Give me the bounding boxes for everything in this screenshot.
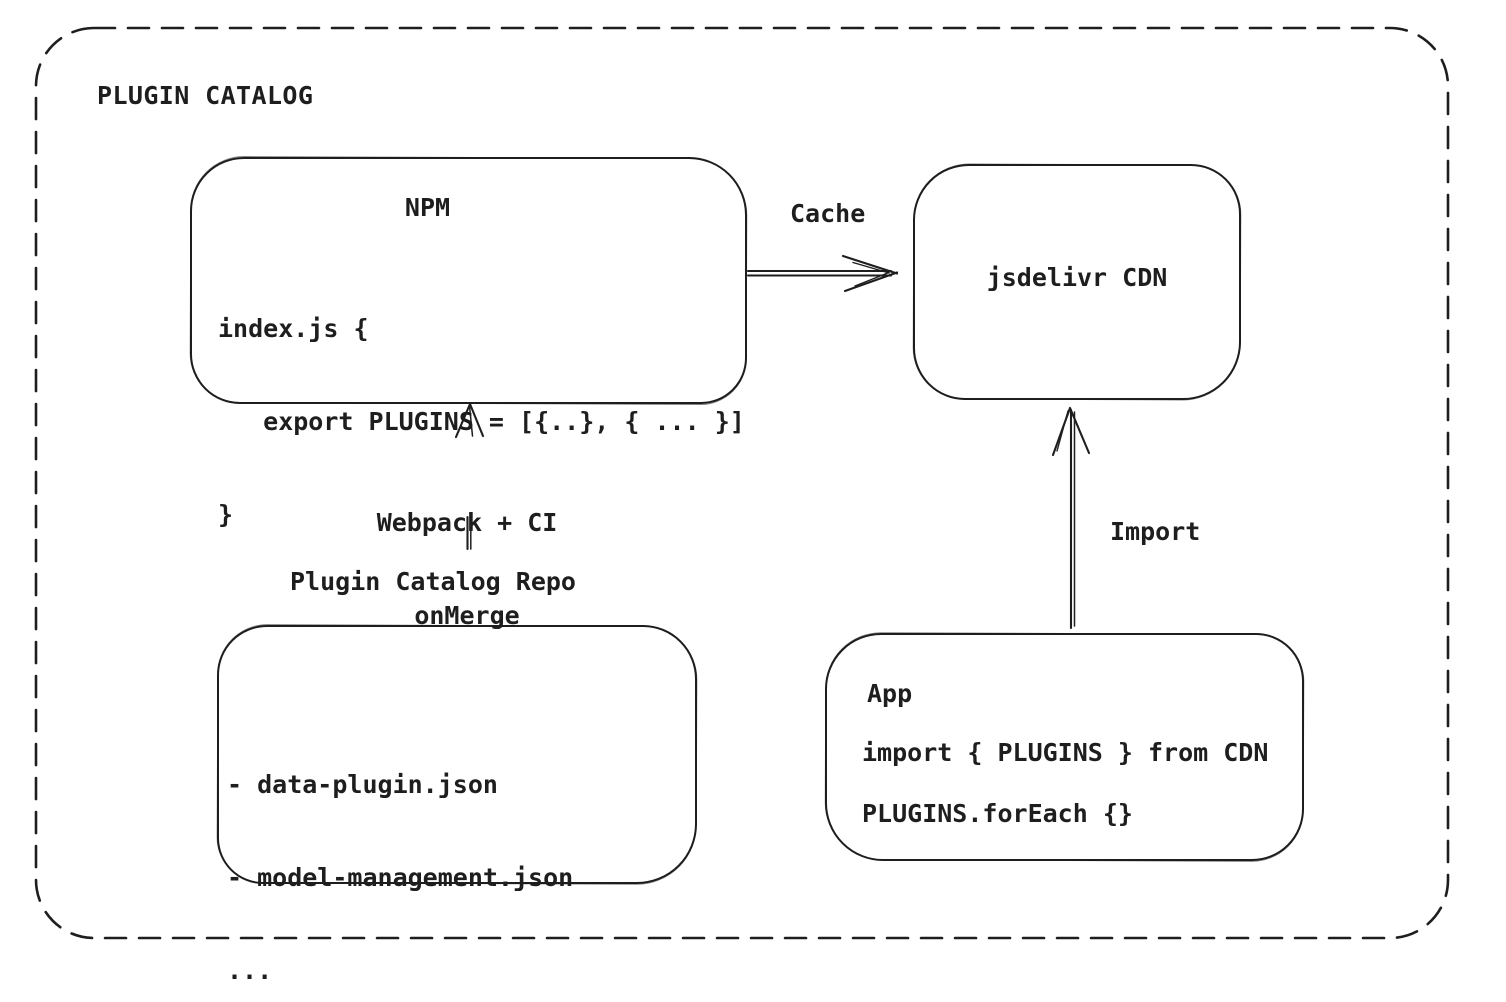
repo-node: - data-plugin.json - model-management.js… — [217, 625, 697, 985]
repo-node-title: Plugin Catalog Repo — [290, 567, 576, 596]
build-arrow-label-line2: onMerge — [414, 601, 520, 630]
npm-code-block: index.js { export PLUGINS = [{..}, { ...… — [218, 251, 745, 592]
npm-code-line: index.js { — [218, 314, 369, 343]
cdn-node: jsdelivr CDN — [913, 164, 1241, 400]
build-arrow-label: Webpack + CI onMerge — [360, 445, 574, 693]
cache-arrow-label: Cache — [790, 199, 866, 228]
app-node: App import { PLUGINS } from CDN PLUGINS.… — [825, 633, 1304, 861]
repo-file-item: ... — [227, 956, 273, 985]
npm-node: NPM index.js { export PLUGINS = [{..}, {… — [190, 157, 747, 529]
import-arrow-label: Import — [1110, 517, 1201, 546]
npm-code-line: export PLUGINS = [{..}, { ... }] — [218, 407, 745, 436]
app-code-line: PLUGINS.forEach {} — [862, 799, 1133, 828]
repo-file-list: - data-plugin.json - model-management.js… — [227, 707, 573, 1002]
app-node-title: App — [867, 679, 913, 708]
app-code-line: import { PLUGINS } from CDN — [862, 738, 1269, 767]
cache-arrow — [746, 254, 899, 293]
cdn-node-label: jsdelivr CDN — [986, 263, 1168, 292]
import-arrow — [1051, 406, 1091, 630]
build-arrow-label-line1: Webpack + CI — [376, 508, 558, 537]
build-arrow — [454, 402, 485, 551]
catalog-boundary — [34, 26, 1450, 940]
npm-node-title: NPM — [404, 193, 451, 222]
diagram-title: PLUGIN CATALOG — [97, 81, 314, 110]
npm-code-line: } — [218, 500, 234, 529]
repo-file-item: - model-management.json — [227, 863, 574, 892]
repo-file-item: - data-plugin.json — [227, 770, 498, 799]
